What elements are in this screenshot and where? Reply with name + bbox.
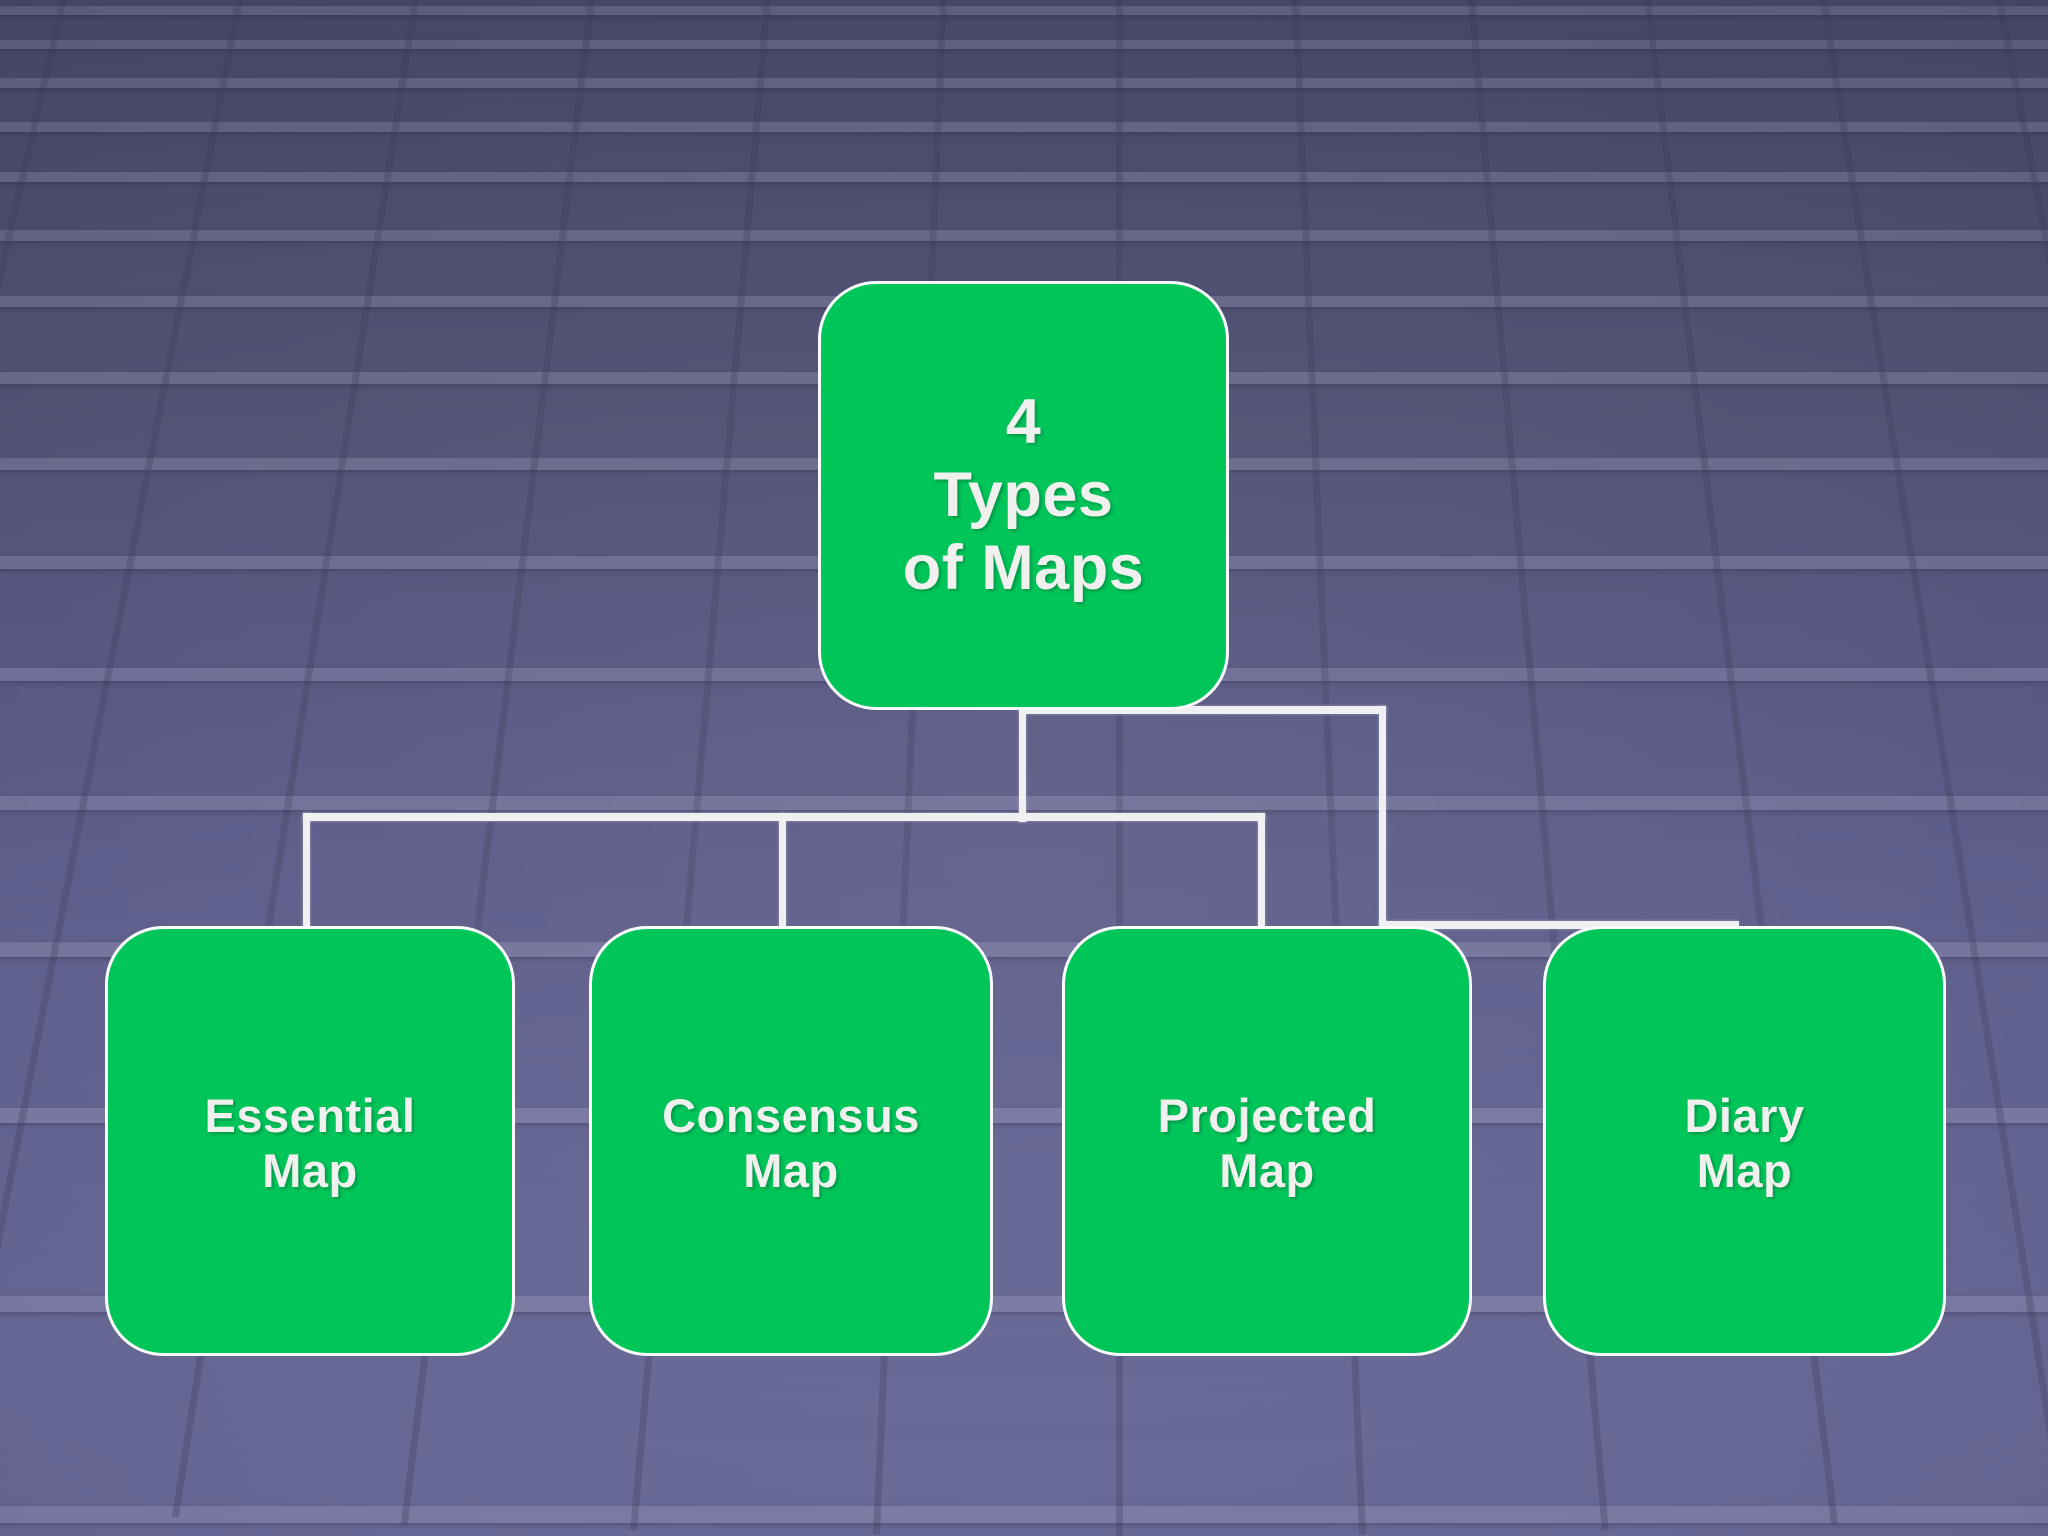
node-root[interactable]: 4 Types of Maps bbox=[818, 281, 1229, 710]
node-diary-map-label: Diary Map bbox=[1684, 1089, 1805, 1197]
node-projected-map-label: Projected Map bbox=[1157, 1089, 1377, 1197]
connector-root-right-horizontal bbox=[1019, 706, 1386, 714]
connector-diary-vertical bbox=[1379, 706, 1386, 928]
node-diary-map[interactable]: Diary Map bbox=[1543, 926, 1946, 1356]
connector-projected-drop bbox=[1258, 813, 1265, 929]
connector-consensus-drop bbox=[779, 813, 786, 929]
connector-essential-drop bbox=[303, 813, 310, 929]
node-root-label: 4 Types of Maps bbox=[902, 386, 1145, 604]
connector-root-stem bbox=[1019, 710, 1026, 822]
node-essential-map-label: Essential Map bbox=[204, 1089, 416, 1197]
node-essential-map[interactable]: Essential Map bbox=[105, 926, 515, 1356]
connector-diary-horizontal bbox=[1379, 921, 1739, 929]
node-projected-map[interactable]: Projected Map bbox=[1062, 926, 1472, 1356]
node-consensus-map-label: Consensus Map bbox=[662, 1089, 920, 1197]
node-consensus-map[interactable]: Consensus Map bbox=[589, 926, 993, 1356]
